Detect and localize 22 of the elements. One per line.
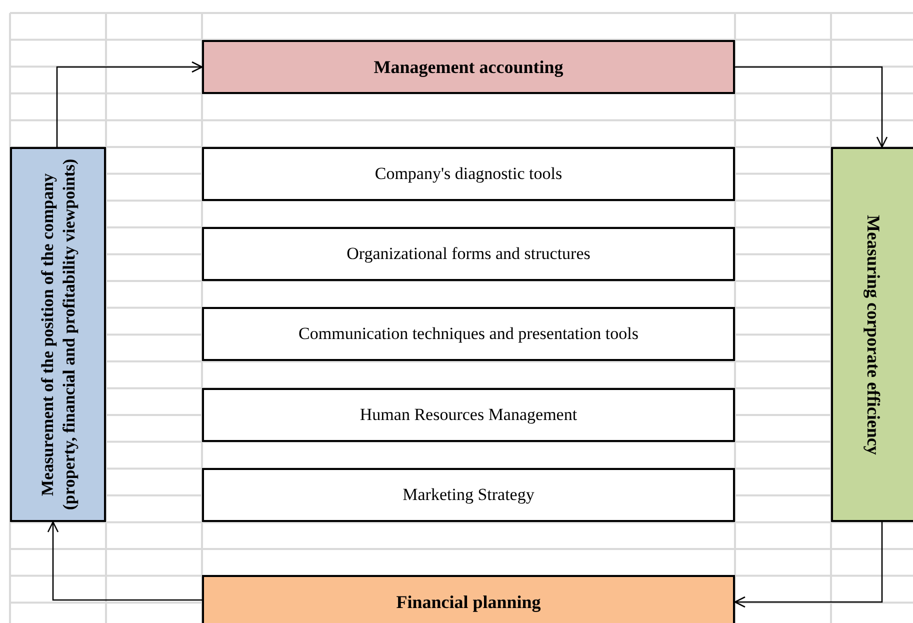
arrow bbox=[47, 521, 202, 601]
box-label: Company's diagnostic tools bbox=[374, 164, 562, 184]
process-box bbox=[202, 147, 735, 201]
box-label: Organizational forms and structures bbox=[346, 244, 590, 264]
arrow bbox=[734, 522, 883, 608]
box-label: Measuring corporate efficiency bbox=[862, 214, 884, 454]
box-label: Communication techniques and presentation tools bbox=[298, 324, 638, 344]
process-box bbox=[202, 468, 735, 522]
box-label: Marketing Strategy bbox=[402, 485, 534, 505]
box-label: Human Resources Management bbox=[360, 405, 578, 425]
process-box bbox=[202, 575, 735, 623]
box-label: Measurement of the position of the company (property, financial and profitability viewpoints) bbox=[36, 158, 80, 512]
process-box bbox=[202, 227, 735, 281]
process-box bbox=[202, 388, 735, 442]
arrow bbox=[56, 61, 203, 147]
process-box bbox=[831, 147, 913, 522]
process-box bbox=[10, 147, 106, 522]
process-box bbox=[202, 40, 735, 94]
arrow bbox=[735, 66, 888, 148]
box-label: Management accounting bbox=[374, 56, 564, 78]
process-box bbox=[202, 307, 735, 361]
box-label: Financial planning bbox=[396, 592, 541, 612]
